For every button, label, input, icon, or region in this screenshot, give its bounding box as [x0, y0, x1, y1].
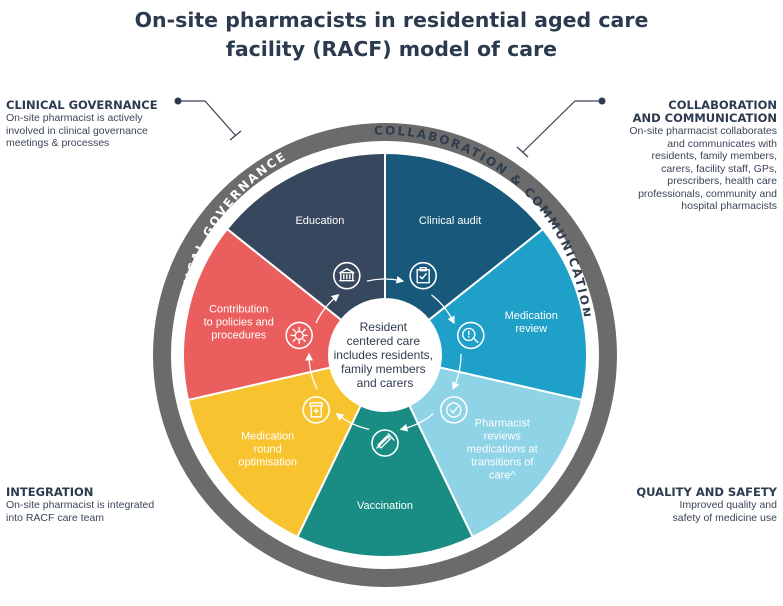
quality-safety-description: Improved quality and safety of medicine … — [577, 499, 777, 524]
integration-line: into RACF care team — [6, 511, 105, 524]
collaboration-line: carers, facility staff, GPs, — [661, 162, 777, 175]
center-line: Resident — [360, 320, 408, 334]
segment-education — [225, 151, 386, 322]
clinical-governance-line: meetings & processes — [6, 137, 110, 149]
collaboration-description: On-site pharmacist collaborates and comm… — [567, 125, 777, 213]
center-text: Resident centered care includes resident… — [334, 320, 437, 390]
clinical-governance-line: On-site pharmacist is actively — [6, 112, 143, 124]
center-line: family members — [341, 362, 426, 376]
collaboration-line: On-site pharmacist collaborates — [629, 125, 777, 137]
cycle-arrow — [452, 353, 462, 391]
connector-dot-clinical-governance — [174, 97, 182, 105]
segment-vaccination — [296, 404, 474, 559]
magnifier-warning-icon — [456, 321, 485, 350]
cycle-arrow — [315, 294, 340, 324]
integration-description: On-site pharmacist is integrated into RA… — [6, 499, 206, 524]
connector-dot-collaboration — [598, 97, 606, 105]
collaboration-line: hospital pharmacists — [681, 200, 777, 212]
clinical-governance-line: involved in clinical governance — [6, 124, 148, 137]
center-circle — [330, 300, 440, 410]
connector-lines — [174, 97, 606, 158]
title-line-1: On-site pharmacists in residential aged … — [134, 8, 649, 32]
integration-line: On-site pharmacist is integrated — [6, 499, 155, 511]
collaboration-note: COLLABORATION AND COMMUNICATION On-site … — [567, 99, 777, 213]
gear-icon — [285, 321, 314, 350]
center-line: includes residents, — [334, 348, 433, 362]
center-line: centered care — [347, 334, 421, 348]
segment-label: Vaccination — [357, 500, 413, 512]
segment-medication-review — [427, 227, 588, 402]
syringe-icon — [371, 429, 399, 457]
cycle-arrow — [335, 412, 370, 430]
quality-safety-line: safety of medicine use — [672, 511, 777, 524]
center-line: and carers — [357, 376, 414, 390]
collaboration-line: professionals, community and — [638, 187, 777, 200]
checkmark-circle-icon — [440, 396, 468, 424]
cycle-arrow — [366, 275, 405, 284]
collaboration-heading-line: COLLABORATION — [668, 98, 777, 112]
segment-icons — [285, 261, 485, 457]
segment-clinical-audit — [384, 151, 545, 322]
collaboration-heading-line: AND COMMUNICATION — [632, 111, 777, 125]
collaboration-line: prescribers, health care — [667, 175, 777, 187]
pill-bottle-icon — [302, 396, 330, 424]
title-line-2: facility (RACF) model of care — [225, 37, 558, 61]
connector-collaboration — [522, 100, 602, 153]
quality-safety-note: QUALITY AND SAFETY Improved quality and … — [577, 486, 777, 524]
clinical-governance-note: CLINICAL GOVERNANCE On-site pharmacist i… — [6, 99, 216, 150]
clinical-governance-heading: CLINICAL GOVERNANCE — [6, 98, 158, 112]
segment-contribution-to-policies-and-procedures — [182, 227, 343, 402]
connector-tick-clinical-governance — [229, 130, 242, 141]
collaboration-line: and communicates with — [667, 137, 777, 150]
segment-medication-round-optimisation — [186, 366, 363, 539]
collaboration-line: residents, family members, — [651, 150, 777, 162]
clipboard-check-icon — [409, 261, 437, 290]
connector-clinical-governance — [178, 100, 237, 137]
collaboration-heading: COLLABORATION AND COMMUNICATION — [567, 99, 777, 125]
segment-label: Education — [295, 215, 344, 227]
quality-safety-line: Improved quality and — [679, 499, 777, 511]
cycle-arrow — [431, 294, 455, 325]
integration-heading: INTEGRATION — [6, 485, 94, 499]
cycle-arrows — [305, 275, 462, 432]
segment-label: Clinical audit — [419, 215, 481, 227]
cycle-arrow — [305, 352, 318, 390]
building-icon — [333, 261, 361, 290]
quality-safety-heading: QUALITY AND SAFETY — [636, 485, 777, 499]
connector-tick-collaboration — [516, 146, 529, 158]
cycle-arrow — [399, 413, 434, 432]
integration-note: INTEGRATION On-site pharmacist is integr… — [6, 486, 206, 524]
clinical-governance-description: On-site pharmacist is actively involved … — [6, 112, 216, 150]
page-title: On-site pharmacists in residential aged … — [0, 6, 783, 64]
